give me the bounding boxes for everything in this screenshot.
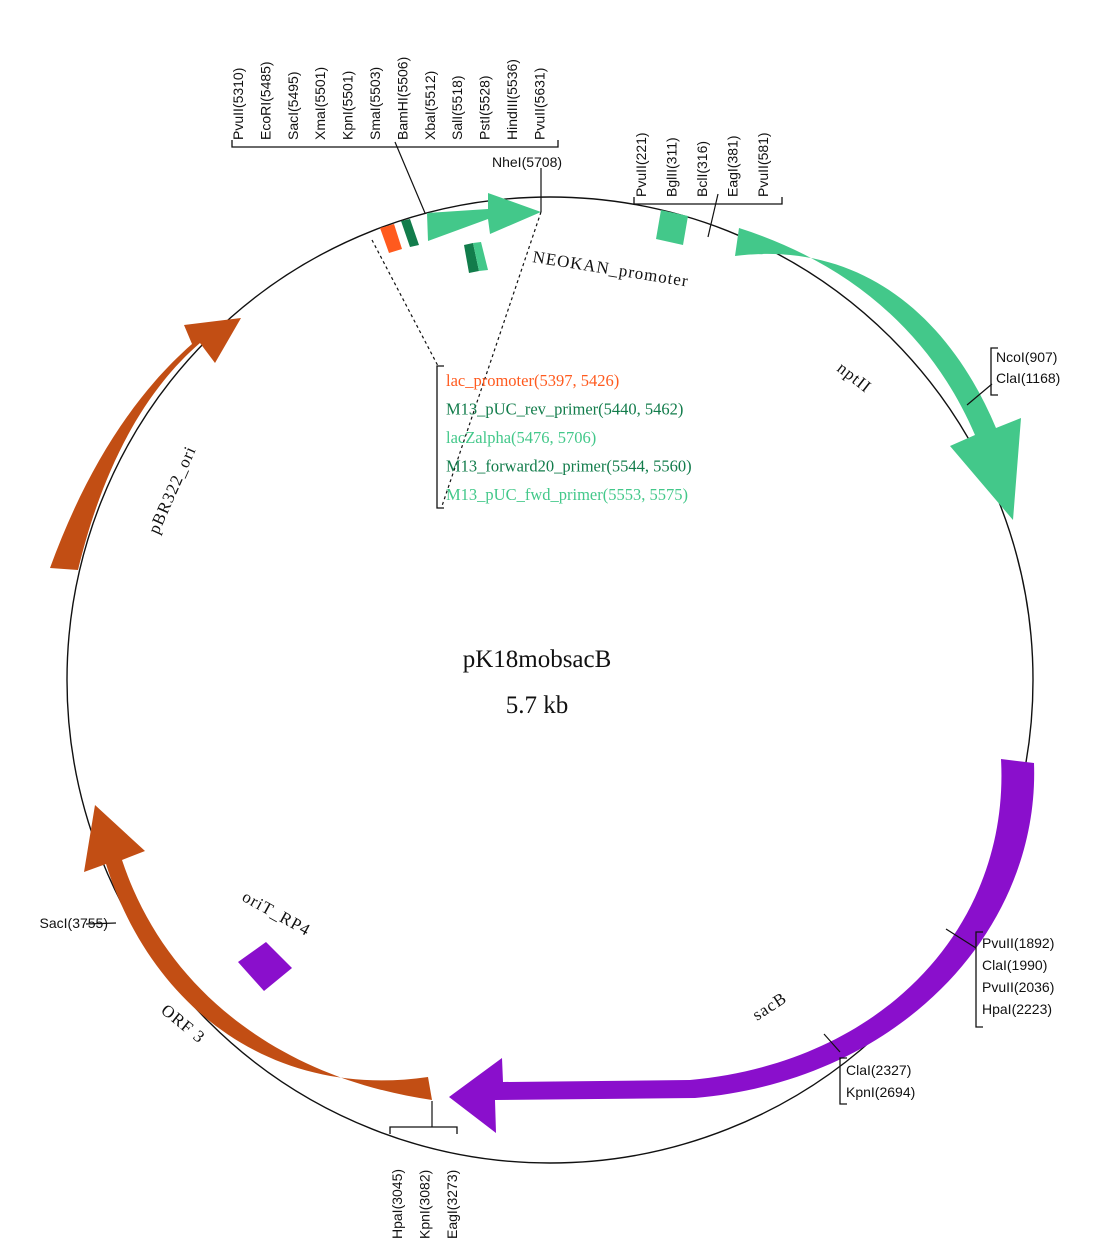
bottom-site-labels: HpaI(3045) KpnI(3082) EagI(3273) [389, 1169, 460, 1239]
mcs-bracket [231, 140, 559, 148]
site-label-clai-2327: ClaI(2327) [846, 1062, 911, 1078]
legend-item-lac-promoter: lac_promoter(5397, 5426) [446, 371, 619, 390]
top-right-bracket [633, 197, 783, 205]
legend-item-laczalpha: lacZalpha(5476, 5706) [446, 428, 596, 447]
site-label-hpai-3045: HpaI(3045) [389, 1169, 405, 1239]
site-label-xbai-5512: XbaI(5512) [422, 71, 438, 140]
site-label-pvuii-1892: PvuII(1892) [982, 935, 1054, 951]
neokan-promoter-label: NEOKAN_promoter [531, 247, 690, 290]
lower-right-leader [945, 928, 977, 949]
site-label-bcli-316: BclI(316) [694, 141, 710, 197]
site-label-sali-5518: SalI(5518) [449, 75, 465, 140]
site-label-kpni-3082: KpnI(3082) [417, 1170, 433, 1239]
plasmid-backbone [66, 196, 1034, 1164]
site-label-eagi-381: EagI(381) [725, 136, 741, 197]
pbr322-ori-label: pBR322_ori [144, 443, 200, 537]
site-label-clai-1168: ClaI(1168) [996, 370, 1060, 386]
site-label-eagi-3273: EagI(3273) [444, 1170, 460, 1239]
bottom-right-bracket [839, 1057, 847, 1105]
site-label-smai-5503: SmaI(5503) [367, 67, 383, 140]
site-label-saci-3755: SacI(3755) [40, 915, 108, 931]
left-leader [85, 922, 117, 925]
legend-item-m13-puc-rev-primer: M13_pUC_rev_primer(5440, 5462) [446, 400, 683, 419]
site-label-pvuii-581: PvuII(581) [755, 132, 771, 197]
site-label-kpni-2694: KpnI(2694) [846, 1084, 915, 1100]
sacb-label: sacB [749, 988, 790, 1024]
site-label-nhei-5708: NheI(5708) [492, 154, 562, 170]
legend-bracket [436, 365, 444, 509]
site-label-kpni-5501: KpnI(5501) [340, 71, 356, 140]
right-site-labels: NcoI(907) ClaI(1168) [996, 349, 1060, 386]
mcs-site-labels: PvuII(5310) EcoRI(5485) SacI(5495) XmaI(550… [230, 57, 547, 140]
bottom-right-leader [823, 1033, 841, 1053]
site-label-psti-5528: PstI(5528) [477, 75, 493, 140]
site-label-xmai-5501: XmaI(5501) [312, 67, 328, 140]
orit-label: oriT_RP4 [239, 887, 314, 940]
legend-item-m13-forward20-primer: M13_forward20_primer(5544, 5560) [446, 457, 692, 476]
mcs-leader [394, 141, 426, 214]
lac-promoter-block[interactable] [380, 224, 402, 253]
lower-right-site-labels: PvuII(1892) ClaI(1990) PvuII(2036) HpaI(222… [982, 935, 1054, 1017]
nptii-label: nptII [834, 358, 876, 396]
site-label-bamhi-5506: BamHI(5506) [394, 57, 410, 140]
top-right-site-labels: PvuII(221) BglII(311) BclI(316) EagI(381) Pv… [633, 132, 771, 197]
right-bracket [990, 347, 998, 396]
site-label-bglii-311: BglII(311) [664, 137, 680, 197]
pbr322-ori-arrow[interactable] [50, 318, 241, 570]
lower-right-bracket [975, 931, 983, 1028]
site-label-hpai-2223: HpaI(2223) [982, 1001, 1052, 1017]
m13-forward20-primer-block[interactable] [464, 243, 479, 273]
site-label-hindiii-5536: HindIII(5536) [504, 59, 520, 140]
site-label-pvuii-5310: PvuII(5310) [230, 68, 246, 140]
site-label-pvuii-2036: PvuII(2036) [982, 979, 1054, 995]
site-label-clai-1990: ClaI(1990) [982, 957, 1047, 973]
bottom-right-site-labels: ClaI(2327) KpnI(2694) [846, 1062, 915, 1100]
m13-puc-rev-primer-block[interactable] [401, 219, 419, 247]
sacb-arrow[interactable] [449, 759, 1035, 1133]
legend-item-m13-puc-fwd-primer: M13_pUC_fwd_primer(5553, 5575) [446, 485, 688, 504]
site-label-pvuii-5631: PvuII(5631) [531, 68, 547, 140]
site-label-pvuii-221: PvuII(221) [633, 132, 649, 197]
site-label-ecori-5485: EcoRI(5485) [257, 61, 273, 140]
m13-puc-fwd-primer-block[interactable] [473, 242, 488, 271]
nhei-site-label: NheI(5708) [492, 154, 562, 170]
site-label-saci-5495: SacI(5495) [285, 72, 301, 140]
orf3-arrow[interactable] [84, 805, 432, 1100]
orit-rp4-block[interactable] [238, 942, 292, 991]
feature-legend: lac_promoter(5397, 5426) M13_pUC_rev_prim… [446, 371, 692, 504]
right-leader [966, 383, 993, 406]
lacZalpha-arrow[interactable] [427, 193, 541, 241]
neokan-promoter-block[interactable] [656, 210, 688, 245]
plasmid-size: 5.7 kb [506, 692, 569, 719]
plasmid-name: pK18mobsacB [463, 646, 612, 673]
nptii-arrow[interactable] [735, 228, 1021, 520]
left-site-labels: SacI(3755) [40, 915, 108, 931]
legend-dash-left [371, 239, 439, 367]
site-label-ncoi-907: NcoI(907) [996, 349, 1057, 365]
legend-dash-right [441, 211, 542, 507]
top-right-leader [707, 193, 719, 238]
bottom-bracket [389, 1126, 458, 1134]
